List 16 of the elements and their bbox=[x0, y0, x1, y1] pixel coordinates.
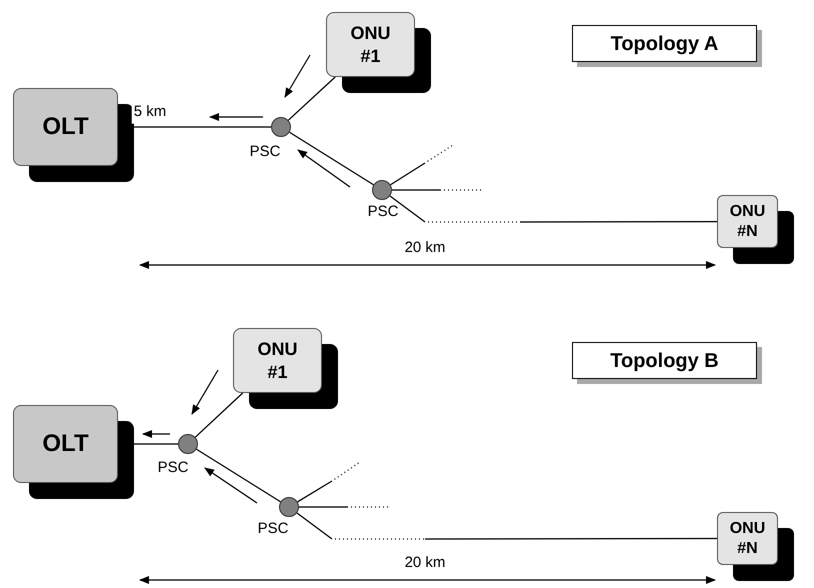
splitter-label: PSC bbox=[258, 518, 288, 539]
fiber-line bbox=[392, 189, 482, 191]
fiber-line bbox=[296, 512, 717, 540]
splitter-label: PSC bbox=[368, 202, 398, 222]
fiber-line bbox=[194, 392, 244, 438]
fiber-line bbox=[288, 76, 336, 121]
fiber-line bbox=[196, 448, 281, 502]
distance-label: 20 km bbox=[404, 238, 446, 258]
splitter-label: PSC bbox=[158, 458, 188, 478]
fiber-line bbox=[289, 132, 374, 186]
distance-label: 20 km bbox=[404, 552, 446, 573]
splitter-label: PSC bbox=[250, 142, 280, 162]
fiber-line bbox=[390, 144, 454, 186]
fiber-line bbox=[390, 196, 717, 223]
fiber-line bbox=[297, 462, 360, 502]
fiber-line bbox=[299, 506, 388, 508]
